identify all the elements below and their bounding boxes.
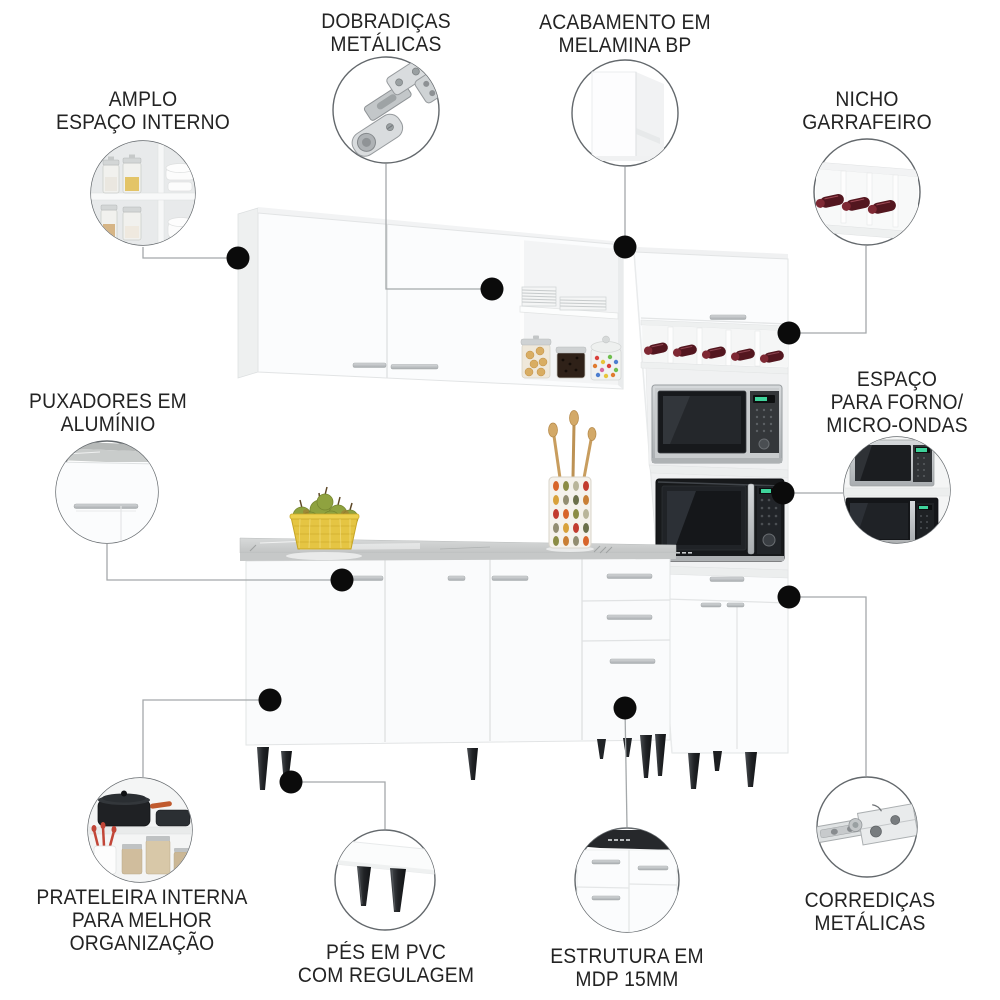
drawer-handle [606,573,653,579]
label-pes-pvc-regulagem: PÉS EM PVC COM REGULAGEM [297,941,475,987]
base-cabinet-legs [257,734,666,790]
microwave-lower [650,472,789,579]
utensil-holder [546,410,597,552]
melamine-panel-icon [571,59,679,167]
metal-hinge-icon [332,56,444,164]
label-estrutura-mdp: ESTRUTURA EM MDP 15MM [550,945,704,991]
tower-door-handle [709,314,747,320]
label-dobradicas-metalicas: DOBRADIÇAS METÁLICAS [321,10,451,56]
microwave-display [755,397,767,401]
fruit-bowl [286,486,362,560]
wine-rack [640,319,789,375]
label-acabamento-melamina: ACABAMENTO EM MELAMINA BP [539,11,711,57]
tower-base [665,576,789,789]
internal-shelf-pots-icon [87,777,193,883]
label-amplo-espaco-interno: AMPLO ESPAÇO INTERNO [56,88,230,134]
clamp-jars [100,154,142,241]
wooden-spoons [548,410,597,479]
base-cabinet [239,537,677,790]
glass-jar-candy [590,335,622,381]
glass-jar-cookies [520,335,552,379]
glass-jar-coffee [555,346,587,379]
cabinet-interior-jars-icon [90,140,196,246]
leaf-pattern [553,481,589,546]
wall-door-handle-right [390,364,439,370]
drawer-handle [609,658,656,664]
utensil-crock [91,822,117,875]
label-corredicas-metalicas: CORREDIÇAS METÁLICAS [804,889,936,935]
wall-door-handle-left [352,362,387,368]
label-nicho-garrafeiro: NICHO GARRAFEIRO [802,88,932,134]
tower-door-edge [640,317,789,325]
open-shelf-section [519,240,623,389]
oven-tower-cabinet [633,247,789,789]
adjustable-pvc-feet-icon [334,829,436,931]
tower-leg [745,752,757,787]
shelf-board [519,305,619,320]
base-door-handle [349,575,384,581]
microwave-display [761,489,771,493]
yellow-basket [289,513,360,550]
wine-bottle-rack-icon [813,138,921,246]
microwave-upper [645,367,789,479]
plate-stack [521,286,607,311]
tower-leg [688,753,700,789]
aluminum-handle-icon [55,440,159,544]
stacked-microwaves-icon [843,436,951,544]
label-puxadores-aluminio: PUXADORES EM ALUMÍNIO [29,390,187,436]
label-prateleira-interna: PRATELEIRA INTERNA PARA MELHOR ORGANIZAÇ… [36,886,248,955]
mdp-cabinet-structure-icon [574,827,680,933]
wine-bottles [643,342,784,363]
callout-lines [106,164,867,829]
tower-door-handle-right [726,602,745,608]
wall-cabinet [237,207,624,390]
black-pot [97,790,192,827]
tower-drawer-handle [709,576,745,582]
label-espaco-forno-microondas: ESPAÇO PARA FORNO/ MICRO-ONDAS [826,368,968,437]
callout-dots [226,235,801,794]
metal-drawer-slide-icon [815,776,919,878]
tower-door-handle-left [700,602,722,608]
drawer-handle [606,614,653,620]
base-door-handle [447,575,466,581]
base-door-handle [491,575,529,581]
